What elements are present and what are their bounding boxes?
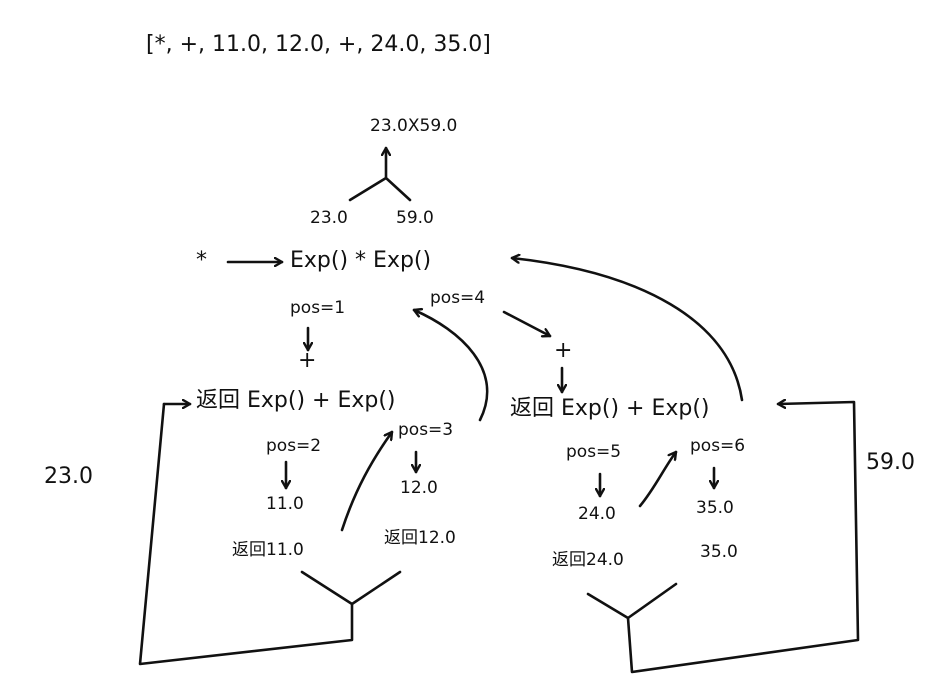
root-join-y [348,148,412,202]
input-list: [*, +, 11.0, 12.0, +, 24.0, 35.0] [146,32,491,57]
right-right-value: 35.0 [696,498,734,518]
curve-to-pos3 [340,430,394,532]
left-result-value: 23.0 [44,464,93,489]
root-right-value: 59.0 [396,208,434,228]
right-right-pos: pos=6 [690,436,746,456]
left-right-value: 12.0 [400,478,438,498]
curve-to-pos4 [412,310,489,422]
right-right-return: 35.0 [700,542,738,562]
left-operator: + [298,348,317,373]
right-left-value: 24.0 [578,504,616,524]
right-pos-label: pos=4 [430,288,486,308]
root-expression: Exp() * Exp() [290,248,432,273]
left-left-return: 返回11.0 [232,540,304,560]
right-result-value: 59.0 [866,450,915,475]
right-left-return: 返回24.0 [552,550,624,570]
curve-to-top-exp [510,258,744,402]
root-result: 23.0X59.0 [370,116,458,136]
left-pos-label: pos=1 [290,298,346,318]
pos4-arrow [502,310,552,336]
right-left-pos: pos=5 [566,442,622,462]
left-join-y [138,402,402,666]
left-left-value: 11.0 [266,494,304,514]
curve-to-pos6 [638,450,678,508]
left-right-return: 返回12.0 [384,528,456,548]
root-left-value: 23.0 [310,208,348,228]
left-right-pos: pos=3 [398,420,454,440]
left-expression: 返回 Exp() + Exp() [196,388,396,413]
right-expression: 返回 Exp() + Exp() [510,396,710,421]
right-join-y [586,402,860,674]
left-left-pos: pos=2 [266,436,322,456]
right-operator: + [554,338,573,363]
root-operator: * [196,248,207,273]
